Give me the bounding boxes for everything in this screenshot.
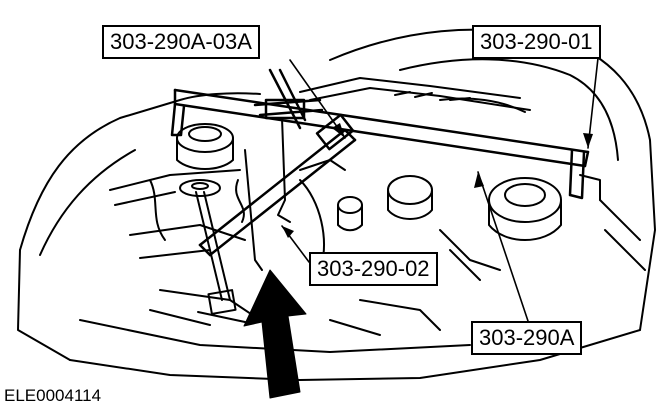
leader-303-290-01 [587, 57, 599, 149]
callout-lifting-bar: 303-290-01 [472, 25, 601, 59]
engine-components [109, 123, 601, 336]
pointer-arrow [243, 269, 307, 399]
callout-adjustable-hook: 303-290-02 [309, 252, 438, 286]
callout-support-bracket: 303-290A-03A [102, 25, 260, 59]
wiper-linkage [299, 77, 531, 113]
figure-id: ELE0004114 [4, 386, 102, 405]
callout-engine-support-bar: 303-290A [471, 321, 583, 355]
leader-arrowheads [282, 123, 593, 238]
lifting-rod [179, 179, 246, 323]
lifting-hooks [235, 117, 346, 271]
leader-303-290A [477, 171, 529, 322]
support-bracket [198, 68, 357, 257]
leader-303-290A-03A [289, 59, 346, 139]
engine-support-bar [170, 88, 590, 200]
